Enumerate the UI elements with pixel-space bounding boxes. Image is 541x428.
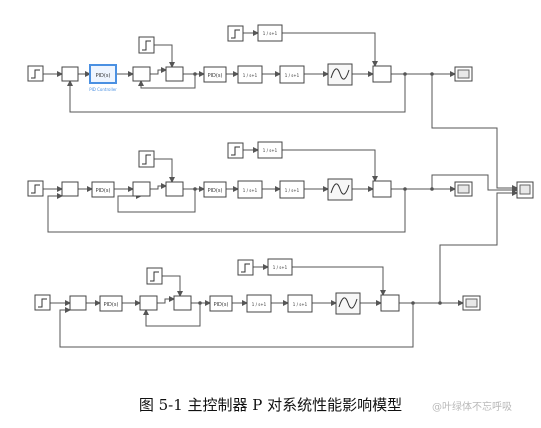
- figure-caption: 图 5-1 主控制器 P 对系统性能影响模型: [138, 396, 403, 414]
- row1-signal-lines: [43, 30, 518, 191]
- scope-icon[interactable]: [454, 181, 473, 197]
- sum-block[interactable]: [372, 65, 392, 83]
- transfer-function-label: 1 / s+1: [285, 73, 300, 78]
- step-source-icon[interactable]: [34, 294, 51, 311]
- row3-signal-lines: [50, 190, 518, 348]
- sum-block[interactable]: [173, 295, 192, 311]
- transfer-function-label: 1 / s+1: [293, 302, 308, 307]
- step-source-icon[interactable]: [138, 150, 155, 168]
- pid-controller-block[interactable]: PID(s): [99, 295, 123, 312]
- transfer-function-block[interactable]: 1 / s+1: [267, 258, 293, 276]
- transfer-function-label: 1 / s+1: [243, 73, 258, 78]
- pid-label: PID(s): [96, 73, 111, 79]
- pid-controller-block[interactable]: PID(s): [203, 181, 227, 198]
- model-row-2: PID(s) PID(s) 1 / s+1 1 / s+1: [27, 141, 518, 233]
- transfer-function-block[interactable]: 1 / s+1: [237, 65, 263, 84]
- transfer-function-label: 1 / s+1: [263, 148, 278, 153]
- pid-label: PID(s): [208, 188, 223, 194]
- transport-delay-block[interactable]: [327, 178, 353, 201]
- transfer-function-block[interactable]: 1 / s+1: [287, 294, 313, 313]
- transfer-function-label: 1 / s+1: [252, 302, 267, 307]
- sum-block[interactable]: [132, 66, 151, 82]
- step-source-icon[interactable]: [27, 65, 44, 82]
- sum-block[interactable]: [132, 181, 151, 197]
- combined-scope-icon[interactable]: [516, 181, 534, 199]
- sum-block[interactable]: [380, 294, 400, 312]
- scope-icon[interactable]: [454, 66, 473, 82]
- pid-controller-block[interactable]: PID(s): [91, 181, 115, 198]
- sum-block[interactable]: [165, 66, 184, 82]
- transfer-function-block[interactable]: 1 / s+1: [257, 24, 283, 42]
- sum-block[interactable]: [165, 181, 184, 197]
- transport-delay-block[interactable]: [335, 292, 361, 315]
- transfer-function-label: 1 / s+1: [273, 265, 288, 270]
- pid-label: PID(s): [214, 302, 229, 308]
- pid-label: PID(s): [96, 188, 111, 194]
- transfer-function-label: 1 / s+1: [243, 188, 258, 193]
- sum-block[interactable]: [61, 66, 79, 82]
- sum-block[interactable]: [61, 181, 79, 197]
- row2-signal-lines: [43, 147, 518, 233]
- step-source-icon[interactable]: [237, 259, 254, 276]
- pid-tooltip-label: PID Controller: [89, 87, 117, 92]
- watermark-text: @叶绿体不忘呼吸: [432, 402, 512, 413]
- step-source-icon[interactable]: [138, 36, 155, 54]
- transport-delay-block[interactable]: [327, 63, 353, 86]
- pid-controller-block-selected[interactable]: PID(s) PID Controller: [89, 64, 117, 92]
- transfer-function-block[interactable]: 1 / s+1: [237, 180, 263, 199]
- model-row-1: PID(s) PID Controller PID(s) 1 / s+1: [27, 24, 518, 191]
- step-source-icon[interactable]: [227, 25, 244, 42]
- scope-icon[interactable]: [462, 295, 481, 311]
- transfer-function-block[interactable]: 1 / s+1: [279, 65, 305, 84]
- pid-controller-block[interactable]: PID(s): [209, 295, 233, 312]
- sum-block[interactable]: [139, 295, 158, 311]
- pid-controller-block[interactable]: PID(s): [203, 66, 227, 83]
- transfer-function-block[interactable]: 1 / s+1: [279, 180, 305, 199]
- model-row-3: PID(s) PID(s) 1 / s+1 1 / s+1: [34, 190, 518, 348]
- step-source-icon[interactable]: [27, 180, 44, 197]
- pid-label: PID(s): [208, 73, 223, 79]
- pid-label: PID(s): [104, 302, 119, 308]
- transfer-function-label: 1 / s+1: [285, 188, 300, 193]
- transfer-function-block[interactable]: 1 / s+1: [246, 294, 272, 313]
- sum-block[interactable]: [372, 180, 392, 198]
- transfer-function-block[interactable]: 1 / s+1: [257, 141, 283, 159]
- step-source-icon[interactable]: [146, 267, 163, 285]
- sum-block[interactable]: [69, 295, 87, 311]
- step-source-icon[interactable]: [227, 142, 244, 159]
- transfer-function-label: 1 / s+1: [263, 31, 278, 36]
